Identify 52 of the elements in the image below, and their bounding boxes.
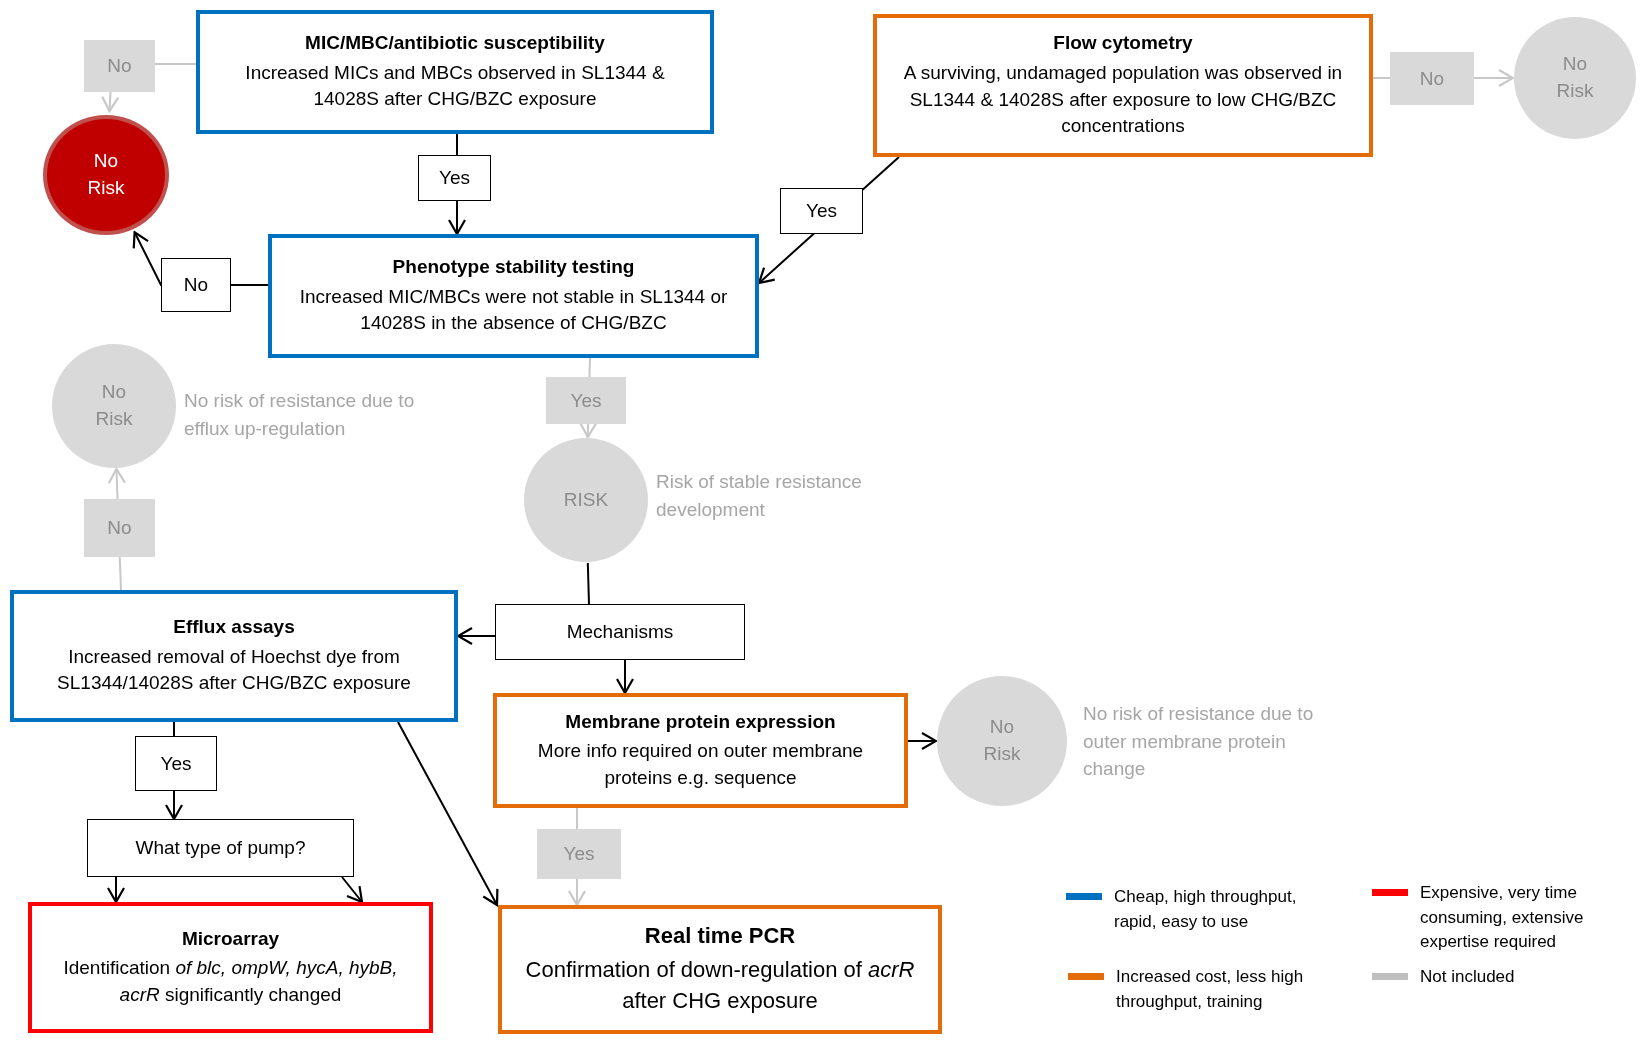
node-text: Increased removal of Hoechst dye from SL1344/14028S after CHG/BZC exposure <box>56 644 412 696</box>
node-text: What type of pump? <box>135 835 306 860</box>
edge-label: Yes <box>546 377 626 424</box>
node-caption: No risk of resistance due to efflux up-regulation <box>184 389 416 441</box>
node-text: Increased MIC/MBCs were not stable in SL1344 or 14028S in the absence of CHG/BZC <box>298 284 729 336</box>
node-text: Identification of blc, ompW, hycA, hybB, acrR significantly changed <box>62 956 399 1007</box>
process-box <box>196 10 714 134</box>
node-heading: Efflux assays <box>173 615 295 640</box>
legend-text: Not included <box>1420 966 1516 988</box>
edge-label: No <box>84 40 155 92</box>
arrow <box>397 721 499 907</box>
node-text: No Risk <box>982 715 1022 766</box>
node-text: No Risk <box>1555 52 1595 103</box>
process-box <box>10 590 458 722</box>
arrow <box>615 659 635 695</box>
legend-text: Cheap, high throughput, rapid, easy to use <box>1114 886 1298 933</box>
question-box <box>495 604 745 660</box>
node-heading: MIC/MBC/antibiotic susceptibility <box>305 31 605 56</box>
node-text: No Risk <box>86 149 126 200</box>
edge-label: No <box>161 258 231 312</box>
arrow <box>106 876 126 904</box>
process-box <box>268 234 759 358</box>
arrow <box>907 731 938 751</box>
edge-label: Yes <box>135 736 217 791</box>
edge-label: No <box>84 499 155 557</box>
node-text: Confirmation of down-regulation of acrR after CHG exposure <box>524 956 916 1015</box>
node-heading: Membrane protein expression <box>565 709 836 734</box>
node-caption: No risk of resistance due to outer membrane protein change <box>1083 702 1315 782</box>
node-text: A surviving, undamaged population was observed in SL1344 & 14028S after exposure to low CHG/BZC concentrations <box>902 60 1344 139</box>
node-text: Increased MICs and MBCs observed in SL1344 & 14028S after CHG/BZC exposure <box>244 60 666 112</box>
legend-text: Expensive, very time consuming, extensive expertise required <box>1420 882 1585 954</box>
edge-label: Yes <box>537 829 621 879</box>
edge-label: Yes <box>780 188 863 234</box>
process-box <box>28 902 433 1033</box>
node-text: More info required on outer membrane proteins e.g. sequence <box>536 739 865 790</box>
legend-text: Increased cost, less high throughput, training <box>1116 966 1305 1013</box>
node-heading: Real time PCR <box>644 922 796 951</box>
process-box <box>498 905 942 1034</box>
node-heading: Phenotype stability testing <box>392 255 635 280</box>
node-heading: Flow cytometry <box>1053 31 1193 56</box>
edge-label: Yes <box>418 155 491 201</box>
node-heading: Microarray <box>181 926 280 951</box>
process-box <box>493 693 908 808</box>
connector-line <box>586 561 590 605</box>
question-box <box>87 819 354 877</box>
process-box <box>873 14 1373 157</box>
arrow <box>341 876 364 904</box>
node-text: RISK <box>562 487 610 512</box>
node-text: No Risk <box>94 380 134 431</box>
node-caption: Risk of stable resistance development <box>656 470 863 522</box>
node-text: Mechanisms <box>566 619 674 644</box>
edge-label: No <box>1390 52 1474 105</box>
